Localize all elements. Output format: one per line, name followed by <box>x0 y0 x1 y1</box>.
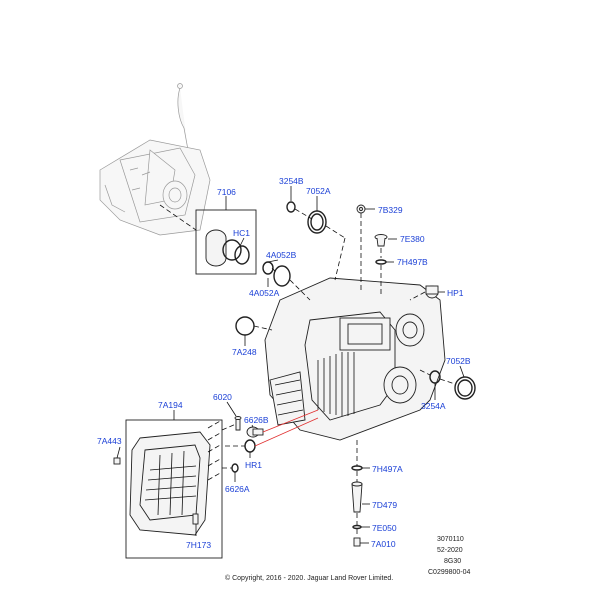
plug-6626B-drawing <box>246 426 264 438</box>
seal-7H497B-drawing <box>375 259 387 265</box>
seal-6626A-drawing <box>231 463 239 473</box>
leader-lines <box>116 186 465 544</box>
bolt-7A443-drawing <box>113 457 121 465</box>
oil-pan-drawing <box>129 431 211 536</box>
callout-6020: 6020 <box>213 392 232 402</box>
callout-4A052B: 4A052B <box>266 250 297 260</box>
filter-cartridge <box>205 229 250 267</box>
callout-4A052A: 4A052A <box>249 288 280 298</box>
callout-3254A: 3254A <box>421 401 446 411</box>
seal-HR1-drawing <box>244 439 256 453</box>
callout-7A443: 7A443 <box>97 436 122 446</box>
seal-4A052B-drawing <box>262 261 274 275</box>
reference-code-1: 3070110 <box>437 536 464 543</box>
main-housing-fins <box>317 352 355 416</box>
callout-7052B: 7052B <box>446 356 471 366</box>
main-transmission-drawing <box>264 277 446 441</box>
callout-7H173: 7H173 <box>186 540 211 550</box>
tube-7D479-drawing <box>351 481 363 513</box>
callout-3254B: 3254B <box>279 176 304 186</box>
plug-7A010-drawing <box>353 537 361 547</box>
callout-7E050: 7E050 <box>372 523 397 533</box>
callout-HR1: HR1 <box>245 460 262 470</box>
callout-7B329: 7B329 <box>378 205 403 215</box>
seal-7052B-drawing <box>454 376 476 400</box>
callout-7A248: 7A248 <box>232 347 257 357</box>
reference-code-3: 8G30 <box>444 558 461 565</box>
part-7E380-drawing <box>374 234 388 247</box>
seal-7H497A-drawing <box>351 465 363 471</box>
callout-HC1: HC1 <box>233 228 250 238</box>
callout-7A010: 7A010 <box>371 539 396 549</box>
copyright-text: © Copyright, 2016 - 2020. Jaguar Land Ro… <box>225 574 393 582</box>
upper-transmission-drawing <box>99 83 211 236</box>
callout-7E380: 7E380 <box>400 234 425 244</box>
seal-3254B-drawing <box>286 201 296 213</box>
callout-7D479: 7D479 <box>372 500 397 510</box>
seal-4A052A-drawing <box>273 265 291 287</box>
seal-7E050-drawing <box>352 524 362 530</box>
bolt-6020-drawing <box>234 416 242 431</box>
highlight-lines <box>254 409 319 447</box>
reference-block: 3070110 52-2020 8G30 C0299800-04 © Copyr… <box>225 536 471 582</box>
callout-HP1: HP1 <box>447 288 464 298</box>
callout-7106: 7106 <box>217 187 236 197</box>
part-HP1-drawing <box>425 285 439 299</box>
callout-6626A: 6626A <box>225 484 250 494</box>
seal-7A248-drawing <box>235 316 255 336</box>
callout-7052A: 7052A <box>306 186 331 196</box>
reference-code-2: 52-2020 <box>437 547 463 554</box>
plug-7B329-drawing <box>356 204 366 214</box>
callout-6626B: 6626B <box>244 415 269 425</box>
callout-7A194: 7A194 <box>158 400 183 410</box>
callout-7H497A: 7H497A <box>372 464 403 474</box>
callout-labels: 7106 HC1 3254B 7052A 7B329 7E380 7H497B … <box>97 176 471 550</box>
assembly-dashed-lines <box>159 204 456 537</box>
callout-7H497B: 7H497B <box>397 257 428 267</box>
bolt-7H173-drawing <box>192 513 199 525</box>
reference-code-4: C0299800-04 <box>428 569 471 576</box>
